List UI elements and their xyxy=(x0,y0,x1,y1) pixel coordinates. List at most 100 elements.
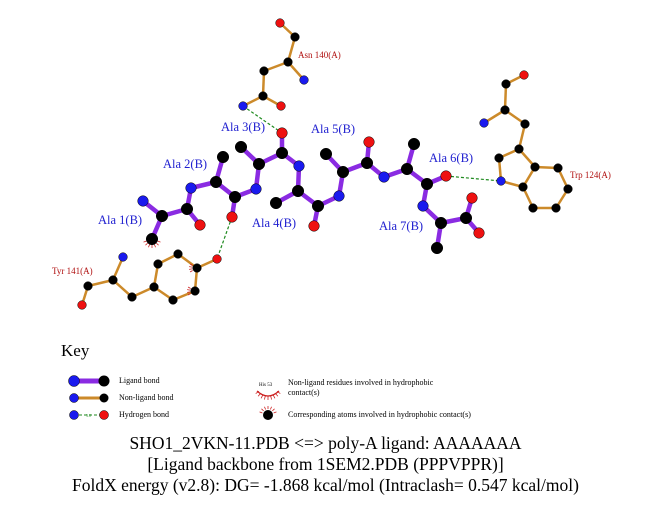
residue-label-ala7: Ala 7(B) xyxy=(379,219,423,233)
ligand-carbon-atom xyxy=(269,196,283,210)
hydrophobic-contact-ray xyxy=(189,268,193,270)
ligand-nitrogen-atom xyxy=(137,195,149,207)
residue-label-tyr141: Tyr 141(A) xyxy=(52,266,93,276)
key-oxygen-atom xyxy=(99,410,109,420)
ligand-carbon-atom xyxy=(407,137,421,151)
ligand-nitrogen-atom xyxy=(333,190,345,202)
hydrogen-bond xyxy=(445,175,502,182)
ligand-nitrogen-atom xyxy=(185,182,197,194)
residue-label-trp124: Trp 124(A) xyxy=(570,170,611,180)
ligand-carbon-atom xyxy=(311,199,325,213)
residue-carbon-atom xyxy=(514,144,524,154)
key-hydrophobic-residues-label-1: Non-ligand residues involved in hydropho… xyxy=(288,378,434,387)
hydrophobic-arc-ray xyxy=(257,393,262,397)
hydrophobic-atom-icon xyxy=(259,406,277,414)
key-hydrophobic-example-label: His 53 xyxy=(259,383,273,388)
residue-carbon-atom xyxy=(528,203,538,213)
hydrogen-bond xyxy=(242,105,283,134)
key-title: Key xyxy=(61,341,90,360)
ligand-carbon-atom xyxy=(430,241,444,255)
hydrophobic-arc-ray xyxy=(272,394,276,399)
ligand-carbon-atom xyxy=(155,209,169,223)
residue-oxygen-atom xyxy=(212,254,222,264)
hydrophobic-atom-ray xyxy=(261,408,264,412)
hydrophobic-contact-ray xyxy=(145,242,148,246)
ligand-carbon-atom xyxy=(180,202,194,216)
caption-line-1: SHO1_2VKN-11.PDB <=> poly-A ligand: AAAA… xyxy=(129,433,522,453)
residue-label-ala3: Ala 3(B) xyxy=(221,120,265,134)
ligand-carbon-atom xyxy=(291,184,305,198)
hydrophobic-contact-ray xyxy=(187,293,191,296)
key-hbond-distance: 3.0 xyxy=(86,413,91,418)
key-nitrogen-atom xyxy=(69,410,79,420)
caption-line-3: FoldX energy (v2.8): DG= -1.868 kcal/mol… xyxy=(72,475,579,495)
ligand-oxygen-atom xyxy=(466,192,478,204)
ligand-nitrogen-atom xyxy=(250,183,262,195)
ligand-carbon-atom xyxy=(234,140,248,154)
residue-label-asn140: Asn 140(A) xyxy=(298,50,341,60)
residue-label-ala6: Ala 6(B) xyxy=(429,151,473,165)
hydrophobic-arc-ray xyxy=(255,390,260,394)
key-hydrophobic-atom xyxy=(263,410,273,420)
residue-carbon-atom xyxy=(520,119,530,129)
ligand-oxygen-atom xyxy=(308,220,320,232)
ligand-carbon-atom xyxy=(434,216,448,230)
ligand-carbon-atom xyxy=(360,156,374,170)
hydrophobic-arc-ray xyxy=(276,390,281,394)
hydrogen-bond xyxy=(216,216,233,260)
residue-nitrogen-atom xyxy=(299,75,309,85)
hydrophobic-arc-ray xyxy=(264,395,266,400)
residue-carbon-atom xyxy=(518,182,528,192)
key-hbond-label: Hydrogen bond xyxy=(119,410,169,419)
residue-carbon-atom xyxy=(259,66,269,76)
ligand-nitrogen-atom xyxy=(378,171,390,183)
ligand-carbon-atom xyxy=(216,150,230,164)
hydrophobic-contact-ray xyxy=(187,289,191,291)
ligand-carbon-atom xyxy=(459,211,473,225)
hydrophobic-contact-ray xyxy=(187,291,191,293)
key-nitrogen-atom xyxy=(69,393,79,403)
residue-carbon-atom xyxy=(283,57,293,67)
ligand-carbon-atom xyxy=(145,232,159,246)
hydrophobic-contact-ray xyxy=(154,244,156,248)
residue-label-ala5: Ala 5(B) xyxy=(311,122,355,136)
residue-carbon-atom xyxy=(494,153,504,163)
hydrophobic-atom-ray xyxy=(270,406,272,410)
ligand-carbon-atom xyxy=(420,177,434,191)
ligand-carbon-atom xyxy=(252,157,266,171)
ligand-oxygen-atom xyxy=(194,219,206,231)
residue-carbon-atom xyxy=(190,286,200,296)
residue-label-ala1: Ala 1(B) xyxy=(98,213,142,227)
hydrophobic-atom-ray xyxy=(273,411,277,414)
residue-carbon-atom xyxy=(530,162,540,172)
hydrophobic-atom-ray xyxy=(272,408,275,412)
residue-label-ala2: Ala 2(B) xyxy=(163,157,207,171)
residue-nitrogen-atom xyxy=(496,176,506,186)
hydrophobic-contact-ray xyxy=(189,263,193,266)
ligand-carbon-atom xyxy=(228,190,242,204)
residue-carbon-atom xyxy=(553,163,563,173)
hydrophobic-arc-ray xyxy=(260,394,264,399)
ligand-nitrogen-atom xyxy=(417,200,429,212)
residue-carbon-atom xyxy=(153,259,163,269)
residue-carbon-atom xyxy=(258,91,268,101)
residue-carbon-atom xyxy=(563,184,573,194)
residue-label-ala4: Ala 4(B) xyxy=(252,216,296,230)
ligand-oxygen-atom xyxy=(276,127,288,139)
key-graphics: 3.0 His 53 xyxy=(68,375,281,420)
key-carbon-atom xyxy=(98,375,110,387)
key-nitrogen-atom xyxy=(68,375,80,387)
ligand-nitrogen-atom xyxy=(293,160,305,172)
residue-carbon-atom xyxy=(290,32,300,42)
ligand-oxygen-atom xyxy=(473,227,485,239)
key-nonligand-bond-label: Non-ligand bond xyxy=(119,393,174,402)
hydrophobic-contact-ray xyxy=(187,286,191,289)
hydrophobic-atom-ray xyxy=(264,406,266,410)
residue-oxygen-atom xyxy=(275,18,285,28)
hydrophobic-contact-ray xyxy=(143,240,147,243)
hydrophobic-contact-ray xyxy=(189,270,193,273)
residue-carbon-atom xyxy=(173,249,183,259)
hydrophobic-arc-ray xyxy=(274,393,279,397)
residue-oxygen-atom xyxy=(77,300,87,310)
